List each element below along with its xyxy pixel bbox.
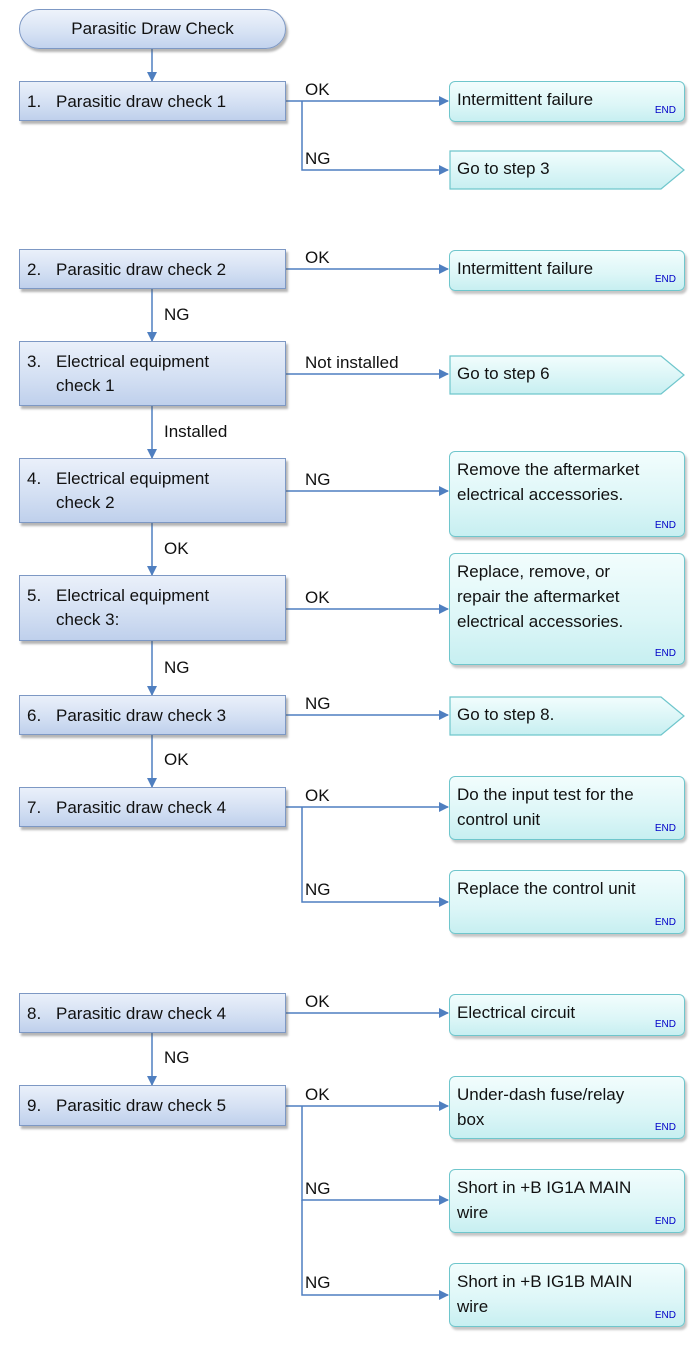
step-label: Parasitic draw check 4 bbox=[56, 1004, 227, 1023]
edge-label: NG bbox=[305, 149, 331, 168]
step-6-box: 6. Parasitic draw check 3 bbox=[19, 695, 286, 735]
result-text: Go to step 8. bbox=[457, 705, 555, 724]
step-number: 8. bbox=[27, 1004, 42, 1023]
edge-label: NG bbox=[305, 470, 331, 489]
result-intermittent-failure-1: Intermittent failure END bbox=[449, 81, 685, 122]
result-text: Replace, remove, or repair the aftermark… bbox=[457, 562, 624, 631]
flowchart-title: Parasitic Draw Check bbox=[19, 9, 286, 49]
goto-arrow-shape bbox=[449, 150, 685, 190]
result-text: Go to step 6 bbox=[457, 364, 550, 383]
goto-arrow-shape bbox=[449, 696, 685, 736]
edge-label: OK bbox=[305, 248, 330, 267]
edge-label: Not installed bbox=[305, 353, 399, 372]
edge-label: OK bbox=[305, 992, 330, 1011]
step-label: Electrical equipment check 1 bbox=[56, 352, 210, 395]
edge-label: NG bbox=[305, 1273, 331, 1292]
result-replace-control-unit: Replace the control unit END bbox=[449, 870, 685, 934]
edge-label: OK bbox=[305, 1085, 330, 1104]
goto-step-3: Go to step 3 bbox=[449, 150, 687, 192]
end-marker: END bbox=[654, 917, 676, 928]
step-8-box: 8. Parasitic draw check 4 bbox=[19, 993, 286, 1033]
connector-arrow bbox=[301, 101, 449, 175]
result-electrical-circuit: Electrical circuit END bbox=[449, 994, 685, 1036]
step-label: Parasitic draw check 2 bbox=[56, 260, 227, 279]
edge-label: Installed bbox=[164, 422, 228, 441]
edge-label: OK bbox=[305, 588, 330, 607]
edge-label: NG bbox=[305, 880, 331, 899]
end-marker: END bbox=[654, 1310, 676, 1321]
edge-label: NG bbox=[164, 305, 190, 324]
step-number: 5. bbox=[27, 586, 42, 605]
step-1-box: 1. Parasitic draw check 1 bbox=[19, 81, 286, 121]
step-number: 2. bbox=[27, 260, 42, 279]
edge-label: NG bbox=[305, 1179, 331, 1198]
edge-label: NG bbox=[164, 658, 190, 677]
edge-label: NG bbox=[305, 694, 331, 713]
step-label: Parasitic draw check 3 bbox=[56, 706, 227, 725]
result-text: Short in +B IG1A MAIN wire bbox=[457, 1178, 632, 1222]
edge-label: OK bbox=[164, 539, 189, 558]
connector-arrow bbox=[301, 1200, 449, 1300]
step-4-box: 4. Electrical equipment check 2 bbox=[19, 458, 286, 523]
result-text: Remove the aftermarket electrical access… bbox=[457, 460, 640, 504]
goto-arrow-shape bbox=[449, 355, 685, 395]
result-short-ig1b: Short in +B IG1B MAIN wire END bbox=[449, 1263, 685, 1327]
edge-label: NG bbox=[164, 1048, 190, 1067]
end-marker: END bbox=[654, 823, 676, 834]
result-text: Under-dash fuse/relay box bbox=[457, 1085, 625, 1129]
step-number: 6. bbox=[27, 706, 42, 725]
step-number: 1. bbox=[27, 92, 42, 111]
edge-label: OK bbox=[305, 80, 330, 99]
result-text: Electrical circuit bbox=[457, 1003, 576, 1022]
end-marker: END bbox=[654, 520, 676, 531]
step-number: 9. bbox=[27, 1096, 42, 1115]
result-text: Intermittent failure bbox=[457, 90, 594, 109]
step-number: 3. bbox=[27, 352, 42, 371]
result-text: Go to step 3 bbox=[457, 159, 550, 178]
result-input-test: Do the input test for the control unit E… bbox=[449, 776, 685, 840]
connector-arrow bbox=[301, 807, 449, 907]
step-label: Parasitic draw check 5 bbox=[56, 1096, 227, 1115]
end-marker: END bbox=[654, 274, 676, 285]
end-marker: END bbox=[654, 1122, 676, 1133]
step-label: Parasitic draw check 4 bbox=[56, 798, 227, 817]
step-2-box: 2. Parasitic draw check 2 bbox=[19, 249, 286, 289]
step-9-box: 9. Parasitic draw check 5 bbox=[19, 1085, 286, 1126]
result-text: Replace the control unit bbox=[457, 879, 636, 898]
result-under-dash-fuse-relay-box: Under-dash fuse/relay box END bbox=[449, 1076, 685, 1139]
step-label: Electrical equipment check 3: bbox=[56, 586, 210, 629]
step-5-box: 5. Electrical equipment check 3: bbox=[19, 575, 286, 641]
result-replace-remove-repair: Replace, remove, or repair the aftermark… bbox=[449, 553, 685, 665]
step-label: Electrical equipment check 2 bbox=[56, 469, 210, 512]
edge-label: OK bbox=[305, 786, 330, 805]
end-marker: END bbox=[654, 1019, 676, 1030]
result-text: Do the input test for the control unit bbox=[457, 785, 634, 829]
result-text: Intermittent failure bbox=[457, 259, 594, 278]
step-number: 7. bbox=[27, 798, 42, 817]
step-7-box: 7. Parasitic draw check 4 bbox=[19, 787, 286, 827]
end-marker: END bbox=[654, 1216, 676, 1227]
end-marker: END bbox=[654, 648, 676, 659]
result-short-ig1a: Short in +B IG1A MAIN wire END bbox=[449, 1169, 685, 1233]
step-label: Parasitic draw check 1 bbox=[56, 92, 227, 111]
step-number: 4. bbox=[27, 469, 42, 488]
result-text: Short in +B IG1B MAIN wire bbox=[457, 1272, 633, 1316]
result-remove-aftermarket: Remove the aftermarket electrical access… bbox=[449, 451, 685, 537]
result-intermittent-failure-2: Intermittent failure END bbox=[449, 250, 685, 291]
end-marker: END bbox=[654, 105, 676, 116]
step-3-box: 3. Electrical equipment check 1 bbox=[19, 341, 286, 406]
goto-step-8: Go to step 8. bbox=[449, 696, 687, 738]
edge-label: OK bbox=[164, 750, 189, 769]
goto-step-6: Go to step 6 bbox=[449, 355, 687, 397]
